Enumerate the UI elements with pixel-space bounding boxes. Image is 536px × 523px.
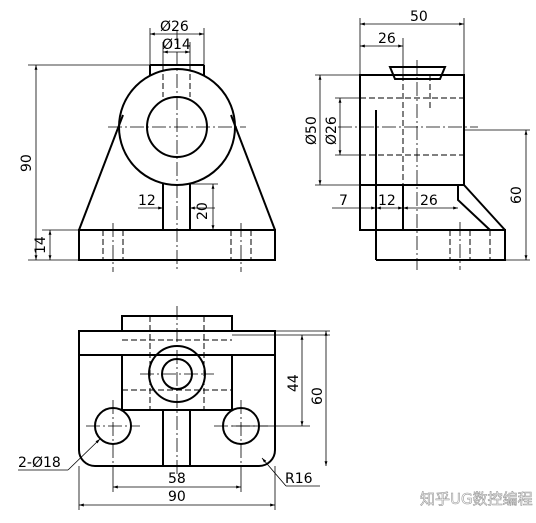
front-dimension-lines — [28, 28, 218, 261]
dim-d14: Ø14 — [162, 37, 191, 53]
side-dim-labels: 50 26 Ø50 Ø26 60 7 12 26 — [304, 9, 525, 209]
side-hidden — [360, 75, 491, 260]
dim-60: 60 — [509, 186, 525, 204]
dim-26: 26 — [420, 193, 438, 209]
side-centerlines — [338, 60, 478, 270]
top-dim-labels: 44 60 58 90 2-Ø18 R16 — [18, 374, 326, 505]
front-hidden — [102, 65, 252, 260]
dim-90-top: 90 — [168, 489, 186, 505]
dim-20: 20 — [195, 202, 211, 220]
front-centerlines — [108, 30, 246, 272]
side-outline — [359, 66, 506, 261]
dim-d26: Ø26 — [324, 116, 340, 145]
front-view — [28, 28, 276, 272]
top-view — [18, 306, 330, 510]
dim-58: 58 — [168, 471, 186, 487]
dim-d26: Ø26 — [160, 19, 189, 35]
dim-12: 12 — [138, 193, 156, 209]
front-dim-labels: Ø26 Ø14 90 14 12 20 — [19, 19, 211, 254]
dim-7: 7 — [339, 193, 348, 209]
dim-d50: Ø50 — [304, 116, 320, 145]
dim-90: 90 — [19, 154, 35, 172]
dim-14: 14 — [33, 236, 49, 254]
dim-holes: 2-Ø18 — [18, 455, 61, 471]
dim-50: 50 — [410, 9, 428, 25]
dim-26-top: 26 — [378, 31, 396, 47]
dim-r16: R16 — [285, 471, 313, 487]
top-dimension-lines — [18, 330, 330, 510]
dim-60-top: 60 — [310, 387, 326, 405]
watermark: 知乎UG数控编程 — [420, 490, 533, 508]
side-view — [315, 18, 530, 270]
side-dimension-lines — [315, 18, 530, 261]
dim-12: 12 — [378, 193, 396, 209]
dim-44: 44 — [286, 374, 302, 392]
